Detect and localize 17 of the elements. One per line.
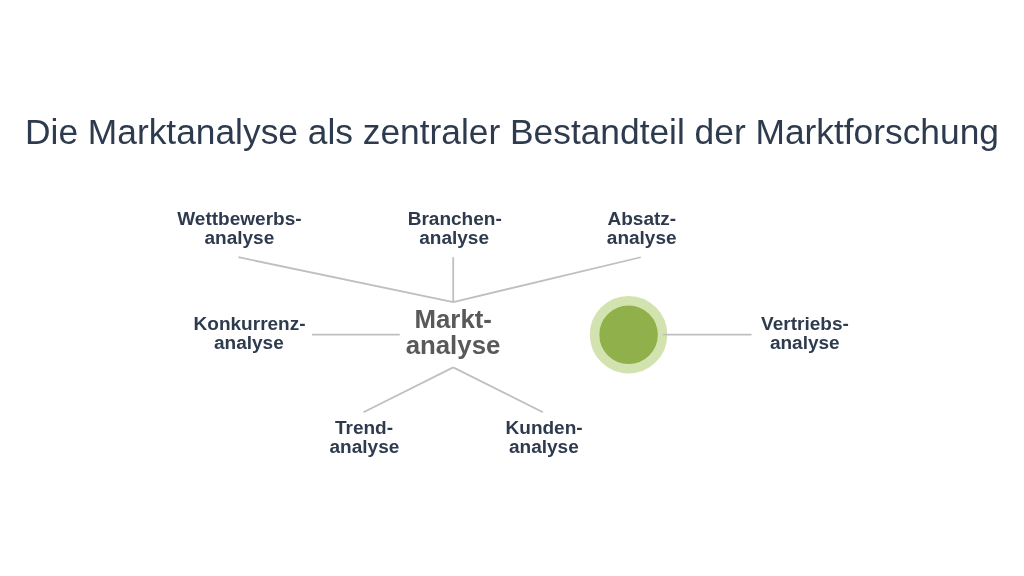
node-text: Markt- analyse: [405, 304, 501, 359]
node-text: Kunden- analyse: [505, 416, 583, 457]
connector: [452, 365, 544, 413]
connector: [661, 333, 753, 336]
connector: [452, 255, 455, 303]
node-text: Vertriebs- analyse: [761, 312, 849, 353]
connector: [452, 255, 642, 303]
connector: [362, 365, 455, 413]
node-text: Absatz- analyse: [606, 207, 677, 248]
node-text: Konkurrenz- analyse: [193, 312, 306, 353]
connector: [237, 255, 455, 303]
node-circle: [589, 295, 668, 373]
node-text: Wettbewerbs- analyse: [177, 207, 302, 248]
node-text: Branchen- analyse: [407, 207, 502, 248]
diagram-title: Die Marktanalyse als zentraler Bestandteil der Marktforschung: [25, 111, 999, 151]
connector: [311, 333, 401, 336]
node-text: Trend- analyse: [329, 416, 400, 457]
